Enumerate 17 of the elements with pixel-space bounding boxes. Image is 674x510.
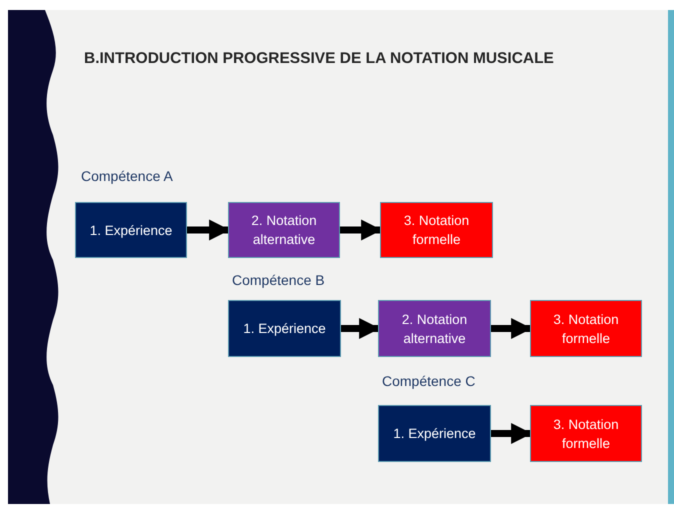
process-box: 2. Notation alternative: [228, 202, 340, 258]
arrow: [341, 318, 380, 339]
title: B.INTRODUCTION PROGRESSIVE DE LA NOTATION MUSICALE: [84, 49, 554, 69]
process-box: 3. Notation formelle: [530, 405, 642, 462]
process-box: 3. Notation formelle: [530, 300, 642, 357]
group-label: Compétence C: [382, 372, 476, 391]
arrow: [340, 220, 382, 240]
arrow: [491, 318, 532, 339]
process-box: 1. Expérience: [378, 405, 491, 462]
arrow: [491, 423, 532, 444]
group-label: Compétence A: [81, 167, 173, 186]
process-box: 3. Notation formelle: [380, 202, 493, 258]
process-box: 2. Notation alternative: [378, 300, 491, 357]
process-box: 1. Expérience: [75, 202, 187, 258]
group-label: Compétence B: [232, 271, 325, 290]
arrow: [187, 220, 230, 240]
process-box: 1. Expérience: [228, 300, 341, 357]
